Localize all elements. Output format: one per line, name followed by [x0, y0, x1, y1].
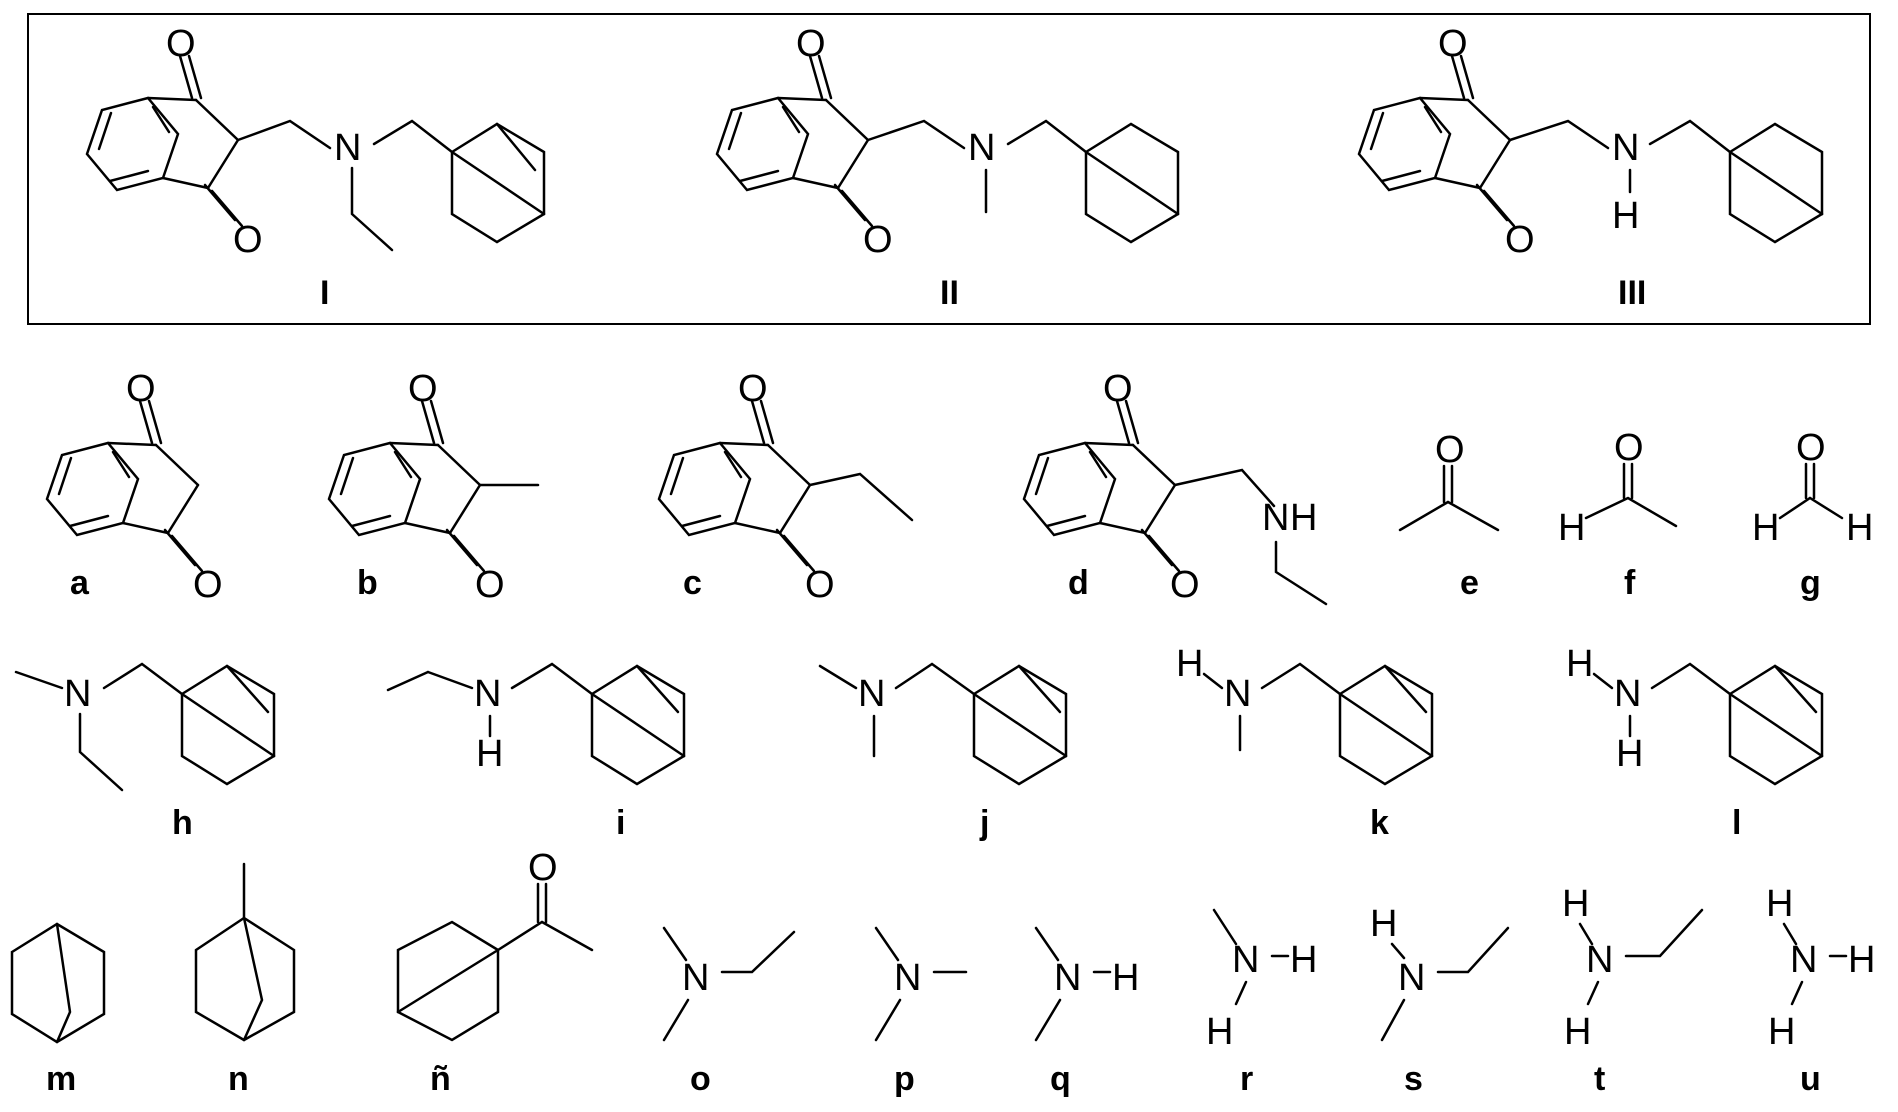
structure-n: n: [194, 862, 296, 1098]
label-j: j: [979, 804, 989, 842]
label-h: h: [172, 804, 193, 842]
svg-text:N: N: [474, 673, 501, 715]
structure-a: a: [45, 366, 224, 608]
structure-k: H N k: [1176, 643, 1434, 842]
svg-text:N: N: [682, 957, 709, 999]
svg-text:H: H: [1176, 643, 1203, 685]
svg-text:H: H: [1558, 507, 1585, 549]
svg-text:N: N: [968, 127, 995, 169]
label-e: e: [1460, 564, 1479, 602]
structure-f: H O f: [1558, 427, 1678, 602]
label-t: t: [1594, 1060, 1605, 1098]
svg-text:N: N: [64, 673, 91, 715]
label-s: s: [1404, 1060, 1423, 1098]
svg-text:H: H: [1564, 1011, 1591, 1053]
structure-h: N h: [14, 662, 276, 842]
svg-text:H: H: [1112, 957, 1139, 999]
structure-t: H N H t: [1562, 883, 1704, 1098]
svg-text:N: N: [1054, 957, 1081, 999]
svg-text:H: H: [1766, 883, 1793, 925]
label-i: i: [616, 804, 625, 842]
svg-text:N: N: [1614, 673, 1641, 715]
structure-I: N I: [85, 21, 546, 312]
label-III: III: [1618, 274, 1646, 312]
structure-enye: O ñ: [396, 847, 594, 1098]
svg-text:H: H: [1752, 507, 1779, 549]
svg-text:N: N: [1612, 127, 1639, 169]
structure-b: b: [327, 366, 540, 608]
label-q: q: [1050, 1060, 1071, 1098]
svg-text:H: H: [1566, 643, 1593, 685]
svg-text:N: N: [1232, 939, 1259, 981]
label-o: o: [690, 1060, 711, 1098]
label-d: d: [1068, 564, 1089, 602]
svg-text:N: N: [1790, 939, 1817, 981]
svg-text:N: N: [334, 127, 361, 169]
label-u: u: [1800, 1060, 1821, 1098]
label-k: k: [1370, 804, 1389, 842]
structure-e: O e: [1398, 429, 1500, 602]
structure-s: H N s: [1370, 903, 1510, 1098]
svg-text:H: H: [1616, 733, 1643, 775]
label-a: a: [70, 564, 90, 602]
label-g: g: [1800, 564, 1821, 602]
structure-o: N o: [662, 926, 796, 1098]
svg-text:N: N: [1262, 497, 1289, 539]
structure-g: H O H g: [1752, 427, 1873, 602]
svg-text:H: H: [476, 733, 503, 775]
structure-p: N p: [874, 926, 968, 1098]
label-r: r: [1240, 1060, 1253, 1098]
svg-text:H: H: [1370, 903, 1397, 945]
label-p: p: [894, 1060, 915, 1098]
label-m: m: [46, 1060, 76, 1098]
label-c: c: [683, 564, 702, 602]
svg-text:H: H: [1290, 497, 1317, 539]
label-II: II: [940, 274, 959, 312]
frame-box: [27, 13, 1871, 325]
label-enye: ñ: [430, 1060, 451, 1098]
svg-text:N: N: [1586, 939, 1613, 981]
label-I: I: [320, 274, 329, 312]
structure-m: m: [10, 922, 106, 1098]
svg-text:H: H: [1290, 939, 1317, 981]
svg-text:N: N: [1224, 673, 1251, 715]
svg-text:H: H: [1206, 1011, 1233, 1053]
structure-u: H N H H u: [1766, 883, 1875, 1098]
label-n: n: [228, 1060, 249, 1098]
structure-i: N H i: [386, 662, 686, 842]
svg-text:H: H: [1848, 939, 1875, 981]
label-f: f: [1624, 564, 1636, 602]
svg-text:O: O: [1614, 427, 1644, 469]
svg-text:H: H: [1612, 195, 1639, 237]
svg-text:H: H: [1562, 883, 1589, 925]
structure-r: N H H r: [1206, 908, 1317, 1098]
svg-text:H: H: [1768, 1011, 1795, 1053]
svg-text:O: O: [528, 847, 558, 889]
structure-q: N H q: [1034, 926, 1139, 1098]
structure-c: c: [657, 366, 914, 608]
svg-text:O: O: [1435, 429, 1465, 471]
svg-text:H: H: [1846, 507, 1873, 549]
structure-l: H N H l: [1566, 643, 1824, 842]
svg-text:N: N: [858, 673, 885, 715]
structure-j: N j: [818, 662, 1068, 842]
structure-III: N H III: [1357, 21, 1824, 312]
svg-text:O: O: [1796, 427, 1826, 469]
structure-d: N H d: [1022, 366, 1328, 608]
svg-text:N: N: [894, 957, 921, 999]
structure-II: N II: [715, 21, 1180, 312]
label-b: b: [357, 564, 378, 602]
svg-text:N: N: [1398, 957, 1425, 999]
label-l: l: [1732, 804, 1741, 842]
